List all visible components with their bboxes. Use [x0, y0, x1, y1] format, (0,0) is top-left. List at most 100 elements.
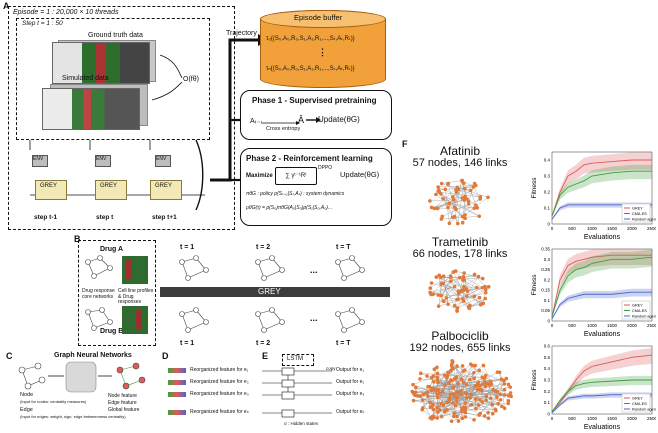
network-node	[502, 382, 507, 386]
network-node	[440, 389, 445, 394]
network-node	[436, 293, 441, 297]
series-line	[551, 254, 652, 317]
network-node	[472, 370, 476, 375]
node-legend: Node	[20, 392, 34, 398]
network-node	[444, 296, 449, 300]
trajectory-label: Trajectory	[226, 30, 257, 37]
network-node	[439, 414, 444, 419]
drug-3-network	[410, 358, 513, 424]
edge-legend-sub: (Input for edges: weight, sign, edge bet…	[20, 414, 126, 419]
network-node	[435, 371, 440, 376]
network-node	[455, 306, 460, 310]
network-node	[477, 384, 482, 388]
x-tick-label: 2500	[647, 323, 656, 328]
network-node	[467, 306, 472, 311]
network-edge	[429, 199, 454, 202]
output-e2: Output for e₂	[336, 379, 365, 385]
network-node	[463, 401, 468, 405]
network-node	[463, 216, 467, 221]
x-tick-label: 1000	[587, 226, 598, 231]
gnn-title: Graph Neural Networks	[54, 352, 132, 359]
network-node	[448, 392, 453, 396]
x-tick-label: 0	[551, 323, 554, 328]
network-node	[446, 370, 450, 375]
feature-row-1: Reorganized feature for e₁	[190, 367, 249, 373]
panel-d-letter: D	[162, 351, 169, 361]
y-tick-label: 0.35	[541, 247, 550, 252]
network-node	[435, 416, 440, 420]
network-node	[463, 415, 468, 419]
network-node	[481, 301, 486, 306]
network-node	[426, 384, 430, 389]
legend-label: CMA-ES	[632, 309, 647, 313]
network-node	[430, 405, 434, 409]
network-node	[452, 303, 457, 308]
network-edge	[443, 198, 480, 217]
network-edge	[422, 375, 445, 410]
buffer-row-1: τ₀{(S₀,A₀,R₀,S₁,A₁,R₁,...,Sₜ,Aₜ,Rₜ)}	[266, 36, 355, 42]
simulated-label: Simulated data	[62, 75, 109, 82]
network-node	[418, 371, 423, 376]
network-node	[486, 411, 490, 415]
network-node	[455, 364, 459, 368]
network-edge	[443, 276, 479, 302]
network-node	[411, 382, 415, 387]
x-axis-label: Evaluations	[584, 424, 621, 431]
network-node	[459, 377, 464, 382]
network-node	[484, 398, 488, 403]
phase2-rho: ρθG(τ) = p(S₀)πθG(A₀|S₀)p(S₁|S₀,A₀)...	[246, 205, 333, 211]
time-top-1: t = 1	[180, 244, 195, 251]
x-tick-label: 500	[568, 323, 576, 328]
network-edge	[454, 180, 463, 208]
x-tick-label: 2000	[627, 323, 638, 328]
step-box	[16, 18, 210, 140]
time-bottom-3: t = T	[336, 340, 351, 347]
y-tick-label: 0.25	[541, 267, 550, 272]
network-node	[460, 288, 465, 293]
network-edge	[468, 186, 474, 202]
y-tick-label: 0.1	[544, 298, 551, 303]
network-node	[460, 364, 465, 368]
y-axis-label: Fitness	[531, 369, 538, 391]
network-node	[464, 294, 469, 298]
network-edge	[447, 207, 455, 217]
network-node	[434, 275, 439, 279]
network-edge	[439, 192, 481, 198]
feature-row-1-bar	[168, 368, 186, 373]
network-node	[488, 396, 493, 400]
network-node	[502, 387, 507, 392]
network-node	[483, 384, 488, 389]
network-node	[477, 295, 482, 300]
network-edge	[413, 379, 451, 394]
network-edge	[441, 411, 462, 417]
episode-buffer-top	[260, 10, 386, 28]
legend-label: Random agent	[632, 408, 656, 412]
network-node	[504, 376, 509, 381]
network-node	[482, 414, 487, 418]
network-node	[445, 408, 449, 412]
feature-row-2-bar	[168, 380, 186, 385]
network-node	[478, 411, 483, 416]
network-node	[495, 395, 499, 399]
network-edge	[457, 297, 480, 309]
panel-f-letter: F	[402, 139, 408, 149]
network-node	[437, 273, 442, 278]
network-node	[460, 214, 465, 219]
network-edge	[438, 186, 463, 199]
network-node	[449, 419, 454, 424]
network-node	[477, 214, 482, 219]
network-node	[432, 367, 437, 371]
network-node	[462, 284, 466, 289]
network-node	[435, 206, 440, 211]
network-edge	[437, 381, 485, 413]
network-edge	[435, 194, 463, 217]
network-node	[478, 387, 483, 392]
time-bottom-dots: ...	[310, 313, 318, 323]
phase1-title: Phase 1 - Supervised pretraining	[252, 96, 377, 105]
env-cell-2	[95, 155, 111, 167]
network-edge	[470, 364, 491, 382]
network-node	[428, 199, 432, 203]
network-node	[463, 186, 467, 191]
network-node	[418, 377, 422, 381]
network-edge	[440, 277, 470, 309]
